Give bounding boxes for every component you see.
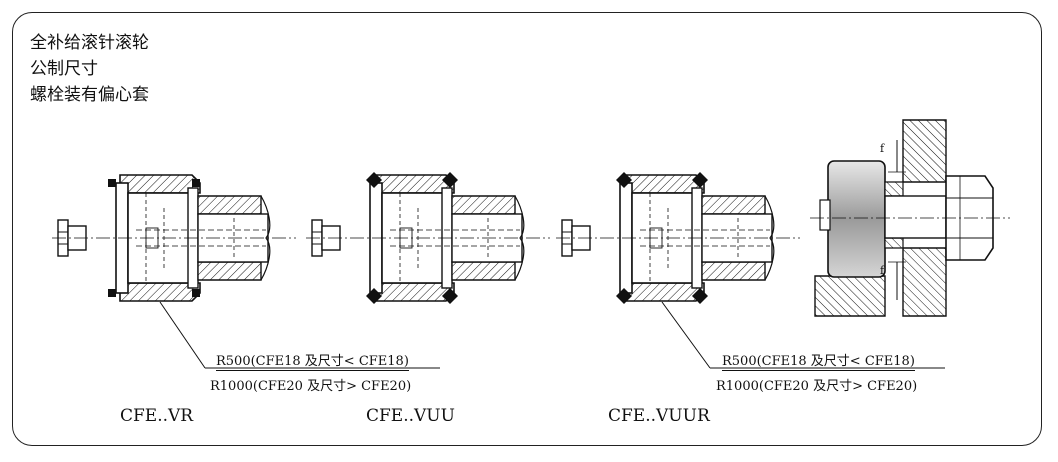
radius-leader-right: [661, 301, 945, 369]
mounting-view: [810, 119, 1010, 317]
variant-label-vr: CFE..VR: [120, 406, 194, 426]
mount-mark-top: f: [880, 142, 885, 155]
variant-label-vuu: CFE..VUU: [366, 406, 455, 426]
radius-note-left-r500: R500(CFE18 及尺寸< CFE18): [216, 354, 409, 371]
title-line-product: 全补给滚针滚轮: [30, 33, 149, 53]
radius-note-right-r1000: R1000(CFE20 及尺寸> CFE20): [716, 379, 918, 394]
follower-vuur: [555, 172, 801, 304]
variant-label-vuur: CFE..VUUR: [608, 406, 710, 426]
title-line-eccentric: 螺栓装有偏心套: [30, 85, 149, 105]
radius-note-left-r1000: R1000(CFE20 及尺寸> CFE20): [210, 379, 412, 394]
follower-vr: [51, 174, 297, 302]
mount-mark-bottom: f: [880, 264, 885, 277]
follower-vuu: [305, 172, 551, 304]
title-block: 全补给滚针滚轮 公制尺寸 螺栓装有偏心套: [30, 30, 149, 108]
radius-note-right-r500: R500(CFE18 及尺寸< CFE18): [722, 354, 915, 371]
radius-leader-left: [159, 301, 440, 369]
title-line-dimensions: 公制尺寸: [30, 59, 98, 79]
